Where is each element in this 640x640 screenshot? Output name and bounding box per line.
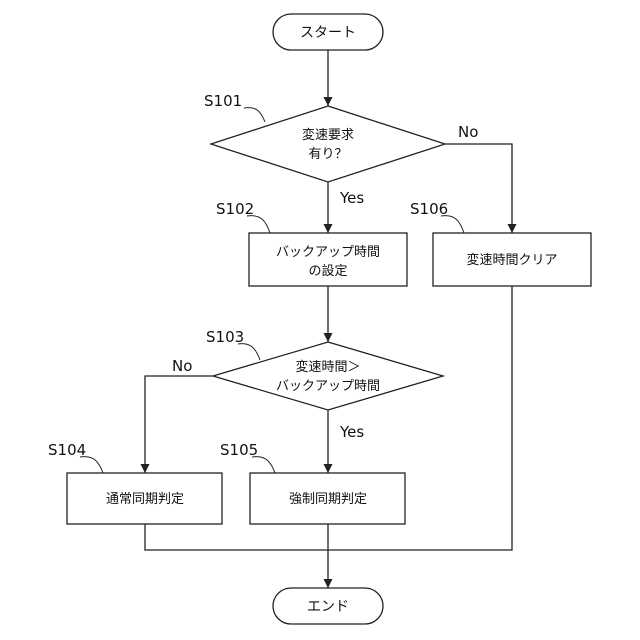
process-s105: 強制同期判定: [250, 473, 405, 524]
flow-arrow-s101-no: [445, 144, 512, 233]
branch-s101-yes-label: Yes: [339, 189, 364, 207]
process-s106-text: 変速時間クリア: [466, 252, 557, 268]
step-s102-leader: [247, 216, 270, 233]
branch-s103-no-label: No: [172, 357, 192, 375]
process-s102: バックアップ時間 の設定: [249, 233, 407, 286]
decision-s103-text-line-1: 変速時間＞: [295, 359, 360, 375]
step-s102-label: S102: [216, 200, 254, 218]
end-terminal: エンド: [273, 588, 383, 624]
process-s105-text: 強制同期判定: [289, 492, 367, 507]
step-s103-label: S103: [206, 328, 244, 346]
decision-s103: 変速時間＞ バックアップ時間: [213, 342, 443, 410]
step-s106-leader: [441, 216, 464, 233]
branch-s101-no-label: No: [458, 123, 478, 141]
process-s102-text-line-2: の設定: [308, 263, 347, 279]
flow-line-s104-merge: [145, 524, 328, 550]
decision-s101-shape: [211, 106, 445, 182]
decision-s103-text-line-2: バックアップ時間: [276, 379, 380, 394]
branch-s103-yes-label: Yes: [339, 423, 364, 441]
step-s106-label: S106: [410, 200, 448, 218]
step-s105-label: S105: [220, 441, 258, 459]
decision-s101: 変速要求 有り？: [211, 106, 445, 182]
step-s105-leader: [252, 457, 275, 473]
decision-s101-text-line-2: 有り？: [308, 147, 347, 162]
process-s104-text: 通常同期判定: [106, 492, 184, 507]
end-terminal-label: エンド: [307, 599, 349, 615]
start-terminal-label: スタート: [300, 25, 356, 41]
process-s106: 変速時間クリア: [433, 233, 591, 286]
step-s101-leader: [244, 108, 265, 122]
step-s103-leader: [238, 344, 260, 360]
step-s104-label: S104: [48, 441, 86, 459]
decision-s101-text-line-1: 変速要求: [302, 127, 354, 143]
process-s104: 通常同期判定: [67, 473, 222, 524]
step-s101-label: S101: [204, 92, 242, 110]
flow-arrow-s103-no: [145, 376, 213, 473]
step-s104-leader: [80, 457, 103, 473]
decision-s103-shape: [213, 342, 443, 410]
start-terminal: スタート: [273, 14, 383, 50]
process-s102-text-line-1: バックアップ時間: [276, 245, 380, 260]
